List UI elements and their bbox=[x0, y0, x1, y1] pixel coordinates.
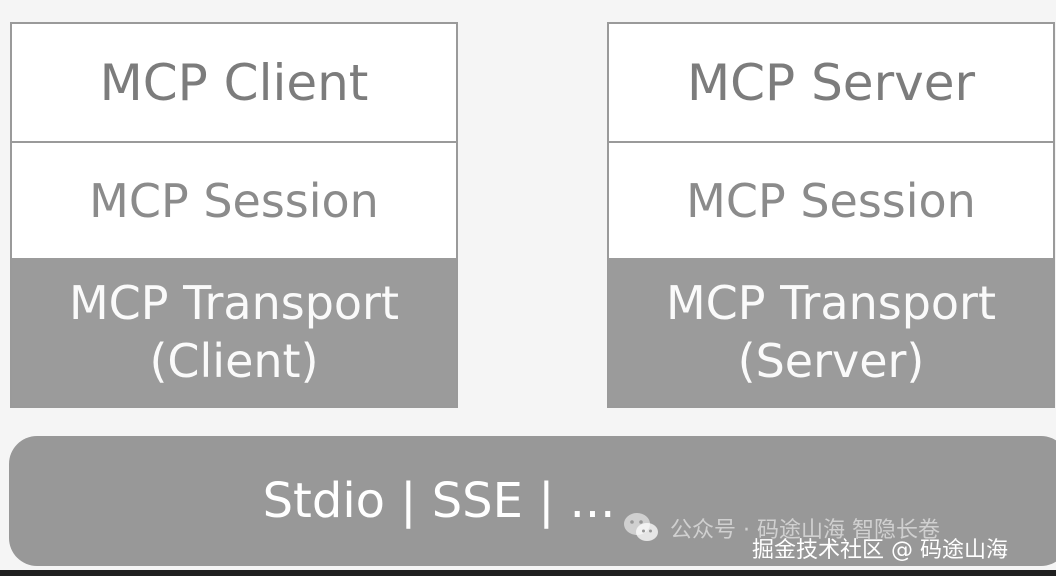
server-transport-label: MCP Transport bbox=[665, 276, 997, 330]
mcp-server-label: MCP Server bbox=[686, 53, 976, 112]
transport-layer-label: Stdio | SSE | ... bbox=[262, 473, 616, 529]
mcp-server-box: MCP Server bbox=[609, 24, 1053, 143]
client-transport-box: MCP Transport (Client) bbox=[12, 258, 456, 406]
client-transport-label: MCP Transport bbox=[68, 276, 400, 330]
server-session-box: MCP Session bbox=[609, 143, 1053, 258]
server-transport-box: MCP Transport (Server) bbox=[609, 258, 1053, 406]
watermark-line-1: 公众号 · 码途山海 智隐长卷 bbox=[670, 518, 940, 543]
client-session-label: MCP Session bbox=[89, 173, 379, 228]
client-session-box: MCP Session bbox=[12, 143, 456, 258]
server-session-label: MCP Session bbox=[686, 173, 976, 228]
mcp-client-label: MCP Client bbox=[99, 53, 369, 112]
server-transport-sublabel: (Server) bbox=[737, 334, 925, 388]
transport-layer-bar: Stdio | SSE | ... bbox=[9, 436, 1056, 566]
client-stack: MCP Client MCP Session MCP Transport (Cl… bbox=[10, 22, 458, 408]
wechat-icon bbox=[624, 513, 658, 541]
watermark-line-2: 掘金技术社区 @ 码途山海 bbox=[752, 538, 1008, 563]
server-stack: MCP Server MCP Session MCP Transport (Se… bbox=[607, 22, 1055, 408]
client-transport-sublabel: (Client) bbox=[149, 334, 319, 388]
mcp-client-box: MCP Client bbox=[12, 24, 456, 143]
